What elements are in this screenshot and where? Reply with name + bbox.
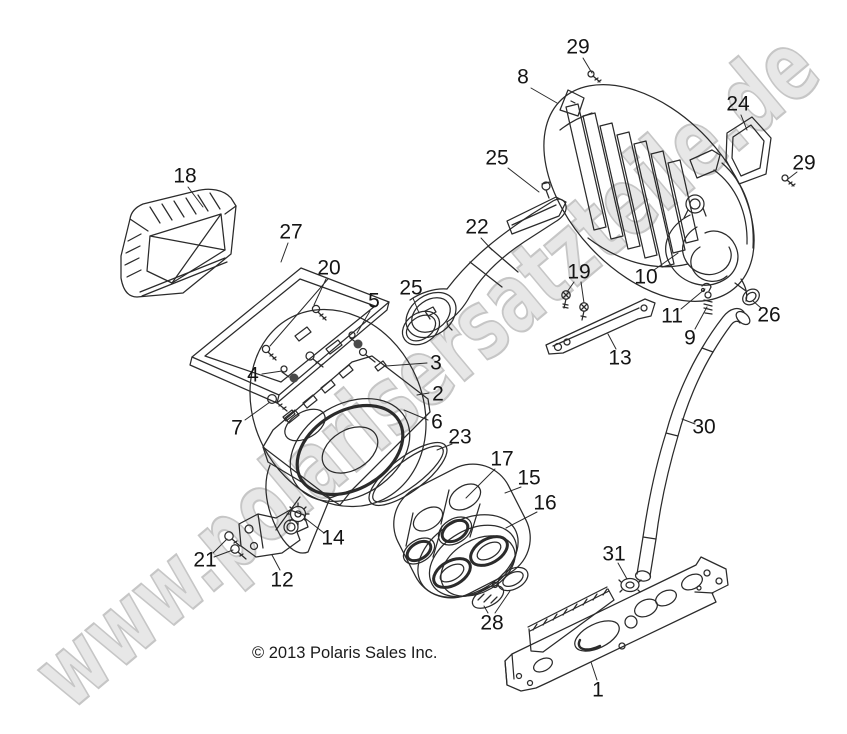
fastener-cluster [266, 326, 387, 422]
callout-7: 7 [231, 416, 243, 440]
part-grommet-31 [618, 577, 642, 593]
callout-14: 14 [321, 526, 345, 550]
callout-1: 1 [592, 678, 604, 702]
callout-25-lower: 25 [399, 276, 423, 300]
part-boot-assy-16 [417, 514, 519, 598]
part-drain-tube-30 [634, 307, 751, 582]
callout-31: 31 [602, 542, 626, 566]
callout-25-upper: 25 [485, 146, 509, 170]
callout-9: 9 [684, 326, 696, 350]
callout-26: 26 [757, 303, 781, 327]
callout-12: 12 [270, 568, 294, 592]
callout-8: 8 [517, 65, 529, 89]
part-drain-valve-9 [703, 291, 713, 315]
callout-13: 13 [608, 346, 632, 370]
fastener-screw-29-right [781, 174, 796, 187]
group-outline-boot-assy-15 [393, 463, 531, 599]
callout-28: 28 [480, 611, 504, 635]
callout-15: 15 [517, 466, 541, 490]
callout-29-right: 29 [792, 151, 816, 175]
part-bracket-13 [545, 298, 656, 355]
fastener-screws-21 [224, 531, 247, 560]
callout-30: 30 [692, 415, 716, 439]
part-resonator-10 [665, 149, 754, 286]
callout-22: 22 [465, 215, 489, 239]
callout-27: 27 [279, 220, 303, 244]
callout-20: 20 [317, 256, 341, 280]
part-airbox-cover-18 [120, 188, 237, 298]
watermark: www.polarisersatzteile.de [12, 10, 841, 731]
part-plenum-8 [543, 84, 755, 302]
callout-11: 11 [661, 304, 683, 328]
watermark-text: www.polarisersatzteile.de [13, 11, 840, 730]
part-airbox-base-2 [262, 355, 431, 554]
callout-17: 17 [490, 447, 514, 471]
fastener-screw-29-top [587, 70, 602, 83]
copyright-text: © 2013 Polaris Sales Inc. [252, 644, 438, 662]
callout-10: 10 [634, 265, 658, 289]
callout-23: 23 [448, 425, 472, 449]
part-seal-ring-6 [289, 397, 411, 503]
part-seal-ring-6-rim [295, 403, 405, 497]
part-seal-24 [725, 116, 772, 185]
callout-24: 24 [726, 92, 750, 116]
callout-18: 18 [173, 164, 197, 188]
callout-2: 2 [432, 382, 444, 406]
callout-19: 19 [567, 260, 591, 284]
callout-29-top: 29 [566, 35, 590, 59]
part-mounting-plate-1 [504, 556, 729, 692]
part-clamp-25 [401, 306, 441, 346]
fastener-pin-3 [374, 360, 387, 372]
part-pads-28 [471, 566, 529, 609]
part-grommet-14 [286, 502, 310, 526]
callout-3: 3 [430, 351, 442, 375]
leader-lines [187, 57, 798, 681]
callout-6: 6 [431, 410, 443, 434]
callout-5: 5 [368, 289, 380, 313]
callout-21: 21 [193, 548, 217, 572]
callout-4: 4 [247, 363, 259, 387]
callout-16: 16 [533, 491, 557, 515]
